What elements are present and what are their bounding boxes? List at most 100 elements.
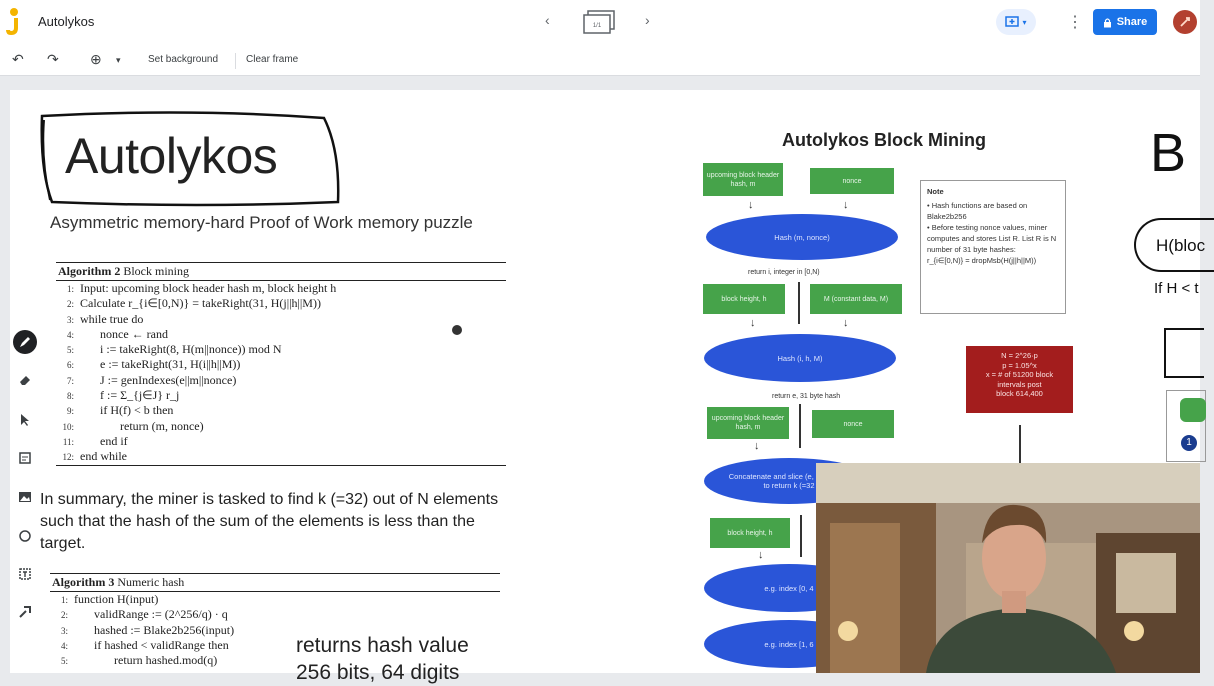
line-text: J := genIndexes(e||m||nonce) [100, 372, 237, 387]
difficulty-line-2: p = 1.05^x [1002, 360, 1037, 370]
laser-icon[interactable] [13, 600, 37, 624]
app-title[interactable]: Autolykos [38, 14, 95, 29]
prev-frame-icon[interactable]: ‹ [545, 12, 550, 28]
line-text: return hashed.mod(q) [114, 653, 218, 668]
line-text: Input: upcoming block header hash m, blo… [80, 281, 337, 295]
fc-box-block-height: block height, h [703, 284, 785, 314]
more-vert-icon[interactable]: ⋮ [1067, 14, 1083, 31]
jamboard-logo-icon [6, 8, 18, 36]
circle-icon[interactable] [13, 524, 37, 548]
select-icon[interactable] [13, 408, 37, 432]
arrow-down-icon: ↓ [750, 317, 756, 329]
line-number: 3: [66, 314, 74, 325]
difficulty-box: N = 2^26·p p = 1.05^x x = # of 51200 blo… [966, 346, 1073, 413]
zoom-icon[interactable]: ⊕ [90, 51, 102, 67]
note-title: Note [927, 187, 944, 196]
line-number: 1: [66, 284, 74, 294]
line-number: 5: [60, 656, 68, 667]
sketch-mini-diagram [1166, 390, 1206, 462]
algo2-line: 9:if H(f) < b then [56, 403, 506, 418]
image-icon[interactable] [13, 485, 37, 509]
fc-connector [800, 515, 802, 557]
next-frame-icon[interactable]: › [645, 12, 650, 28]
chevron-down-icon: ▾ [1022, 17, 1027, 27]
eraser-icon[interactable] [13, 368, 37, 392]
zoom-dropdown-icon[interactable]: ▾ [116, 55, 121, 65]
line-number: 5: [66, 345, 74, 356]
avatar-icon [1180, 17, 1190, 27]
arrow-down-icon: ↓ [748, 199, 754, 211]
line-text: if hashed < validRange then [94, 637, 229, 652]
line-text: function H(input) [74, 592, 159, 606]
returns-note-line-2: 256 bits, 64 digits [296, 661, 460, 684]
fc-connector [799, 404, 801, 448]
pen-icon[interactable] [13, 330, 37, 354]
frame-thumbnail[interactable]: 1/1 [583, 9, 615, 35]
set-background-button[interactable]: Set background [148, 54, 219, 65]
share-label: Share [1116, 16, 1148, 28]
fc-hash-m-nonce: Hash (m, nonce) [706, 214, 898, 260]
fc-box-nonce: nonce [810, 168, 894, 194]
clear-frame-button[interactable]: Clear frame [246, 54, 299, 65]
line-text: validRange := (2^256/q) · q [94, 607, 228, 622]
line-number: 10: [62, 421, 74, 432]
tool-sidebar [10, 330, 40, 630]
line-text: return (m, nonce) [120, 418, 204, 433]
avatar[interactable] [1173, 10, 1197, 34]
algo3-line: 3: hashed := Blake2b256(input) [50, 623, 500, 638]
algo2-line: 5:i := takeRight(8, H(m||nonce)) mod N [56, 342, 506, 357]
slide-subtitle: Asymmetric memory-hard Proof of Work mem… [50, 213, 473, 232]
redo-icon[interactable]: ↷ [47, 51, 59, 67]
fc-box-nonce-2: nonce [812, 410, 894, 438]
algorithm-3-block: Algorithm 3 Numeric hash 1:function H(in… [50, 573, 500, 668]
line-number: 12: [62, 452, 74, 463]
sketch-step-number: 1 [1181, 435, 1197, 451]
algo2-line: 6:e := takeRight(31, H(i||h||M)) [56, 357, 506, 372]
text-box-icon[interactable] [13, 562, 37, 586]
line-text: while true do [80, 311, 144, 326]
returns-note-line-1: returns hash value [296, 634, 469, 657]
fc-box-block-height-2: block height, h [710, 518, 790, 548]
difficulty-line-3: x = # of 51200 block [985, 370, 1054, 379]
fc-connector [798, 282, 800, 324]
top-bar: Autolykos ‹ 1/1 › ▾ ⋮ Share [0, 0, 1200, 44]
line-number: 4: [66, 329, 74, 340]
algo2-line: 7: J := genIndexes(e||m||nonce) [56, 373, 506, 388]
line-number: 7: [66, 375, 74, 386]
algo3-line: 1: function H(input) [50, 592, 500, 607]
summary-text: In summary, the miner is tasked to find … [40, 491, 499, 552]
speaker-video [816, 463, 1200, 673]
line-number: 8: [66, 391, 74, 402]
line-text: hashed := Blake2b256(input) [94, 622, 235, 637]
difficulty-line-1: N = 2^26·p [1001, 351, 1038, 360]
note-line-3: r_{i∈[0,N)} = dropMsb(H(j||h||M)) [927, 256, 1037, 265]
present-button[interactable]: ▾ [996, 9, 1036, 35]
share-button[interactable]: Share [1093, 9, 1157, 35]
algo2-line: 2: Calculate r_{i∈[0,N)} = takeRight(31, … [56, 296, 506, 311]
algorithm-2-block: Algorithm 2 Block mining 1:Input: upcomi… [56, 262, 506, 466]
line-number: 3: [60, 625, 68, 636]
line-text: nonce ← rand [100, 326, 168, 341]
line-number: 2: [66, 299, 74, 310]
undo-icon[interactable]: ↶ [12, 51, 24, 67]
line-text: e := takeRight(31, H(i||h||M)) [100, 357, 241, 372]
algo2-line: 8:f := Σ_{j∈J} r_j [56, 388, 506, 403]
line-number: 1: [60, 595, 68, 605]
arrow-down-icon: ↓ [843, 317, 849, 329]
algo2-line: 10: return (m, nonce) [56, 419, 506, 434]
line-text: end while [80, 449, 127, 464]
algorithm-2-lines: 1: Input: upcoming block header hash m, b… [56, 281, 506, 465]
note-box: Note • Hash functions are based on Blake… [920, 180, 1066, 314]
sketch-oval [1134, 218, 1214, 272]
arrow-down-icon: ↓ [843, 199, 849, 211]
algo3-line: 4:if hashed < validRange then [50, 638, 500, 653]
sketch-h-text: H(bloc [1156, 236, 1206, 255]
line-text: Calculate r_{i∈[0,N)} = takeRight(31, H(… [80, 296, 321, 311]
frame-counter: 1/1 [593, 23, 602, 29]
algorithm-3-lines: 1: function H(input)2:validRange := (2^25… [50, 592, 500, 668]
line-number: 11: [62, 436, 74, 447]
difficulty-line-5: block 614,400 [996, 389, 1043, 398]
algorithm-2-footer-rule [56, 464, 506, 466]
sticky-note-icon[interactable] [13, 446, 37, 470]
algo3-line: 2:validRange := (2^256/q) · q [50, 607, 500, 622]
